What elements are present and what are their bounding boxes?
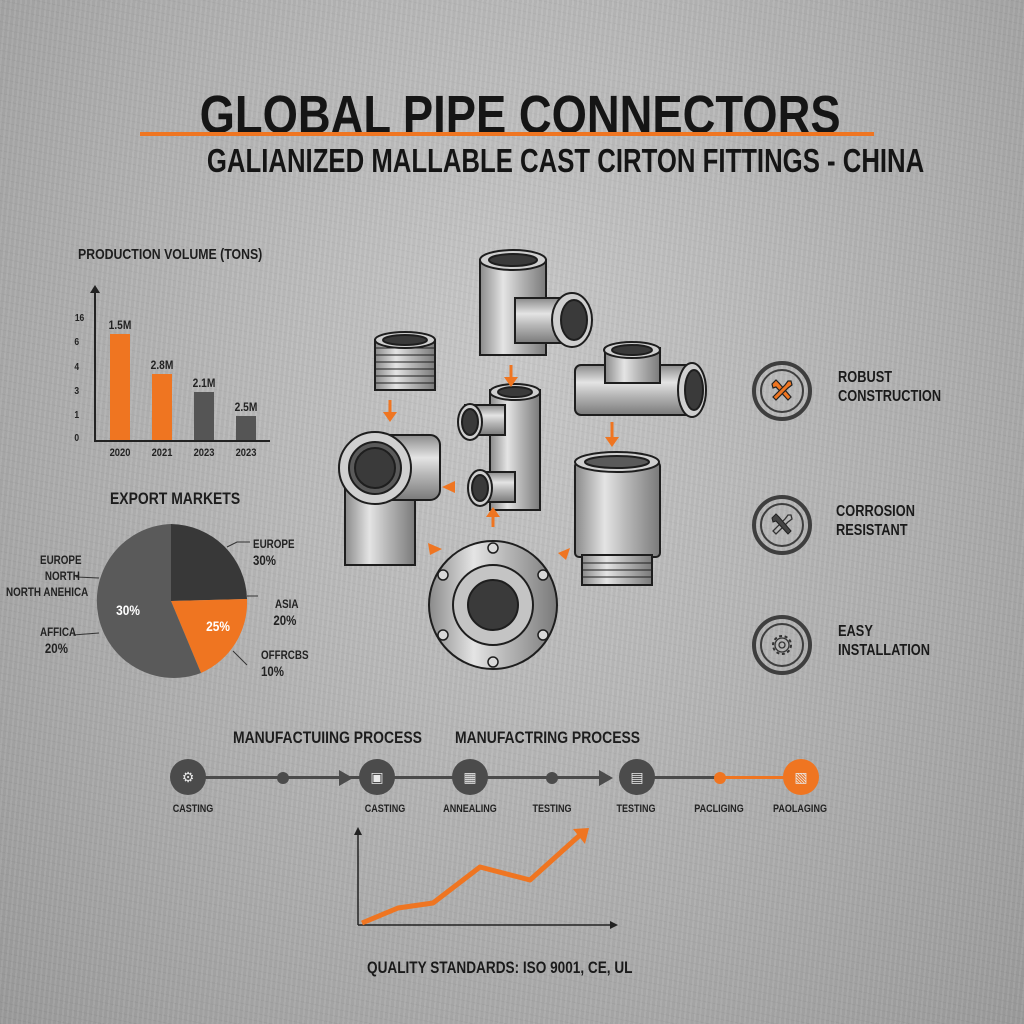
y-tick: 16 <box>74 313 85 324</box>
wrench-icon <box>771 513 793 535</box>
pipe-fittings-illustration <box>338 249 707 670</box>
threaded-nipple <box>374 331 436 391</box>
furnace-icon: ▦ <box>463 769 477 785</box>
bar-category: 2023 <box>235 447 257 459</box>
process-dot <box>546 772 558 784</box>
cross-fitting <box>457 383 541 511</box>
pie-label-europe-left: EUROPE NORTH <box>40 553 82 583</box>
bar-value: 2.8M <box>150 358 174 372</box>
y-tick: 1 <box>74 410 80 421</box>
process-label: ANNEALING <box>443 803 497 815</box>
assembly-arrows <box>383 365 619 560</box>
process-label: CASTING <box>172 803 214 815</box>
bar-value: 2.5M <box>234 400 258 414</box>
production-chart-title: PRODUCTION VOLUME (TONS) <box>78 246 263 263</box>
tee-fitting-right <box>574 341 707 418</box>
process-heading-1: MANUFACTUIING PROCESS <box>233 728 422 747</box>
bar-2021 <box>152 374 172 440</box>
process-step-casting-1: ⚙ <box>170 759 206 795</box>
process-line-active <box>720 776 800 779</box>
pie-label-europe-right: EUROPE 30% <box>253 537 295 568</box>
bar-2023a <box>194 392 214 440</box>
process-dot-active <box>714 772 726 784</box>
process-step-casting-2: ▣ <box>359 759 395 795</box>
y-tick: 3 <box>74 386 80 397</box>
quality-line-chart <box>354 827 618 929</box>
process-label: TESTING <box>616 803 656 815</box>
process-label: TESTING <box>532 803 572 815</box>
process-arrow-icon <box>599 770 613 786</box>
process-heading-2: MANUFACTRING PROCESS <box>455 728 641 747</box>
pie-inner-label: 30% <box>116 602 140 618</box>
bar-category: 2021 <box>151 447 173 459</box>
y-tick: 0 <box>74 433 80 444</box>
pie-label-north-america: NORTH ANEHICA <box>6 585 89 599</box>
tee-fitting-top <box>479 249 593 356</box>
y-tick: 6 <box>74 337 80 348</box>
quality-standards-label: QUALITY STANDARDS: ISO 9001, CE, UL <box>367 958 633 977</box>
y-tick: 4 <box>74 362 80 373</box>
bar-category: 2023 <box>193 447 215 459</box>
process-step-annealing: ▦ <box>452 759 488 795</box>
export-chart-title: EXPORT MARKETS <box>110 489 241 508</box>
test-panel-icon: ▤ <box>630 769 644 785</box>
pie-label-asia: ASIA 20% <box>273 597 299 628</box>
bar-2023b <box>236 416 256 440</box>
pie-inner-label: 25% <box>206 618 230 634</box>
page-title: GLOBAL PIPE CONNECTORS <box>199 85 841 145</box>
process-step-testing: ▤ <box>619 759 655 795</box>
process-arrow-icon <box>339 770 353 786</box>
process-line <box>640 776 720 779</box>
bar-2020 <box>110 334 130 440</box>
robust-construction-icon-badge <box>752 361 812 421</box>
title-underline <box>140 132 874 136</box>
process-label: PAOLAGING <box>773 803 827 815</box>
bar-value: 1.5M <box>108 318 132 332</box>
bar-category: 2020 <box>109 447 131 459</box>
export-pie-chart <box>72 524 258 678</box>
corrosion-resistant-icon-badge <box>752 495 812 555</box>
production-bar-chart: 16 6 4 3 1 0 1.5M 2020 2.8M 2021 2.1M 20… <box>70 285 280 465</box>
process-line <box>190 776 610 779</box>
bar-value: 2.1M <box>192 376 216 390</box>
process-label: PACLIGING <box>694 803 744 815</box>
page-subtitle: GALIANIZED MALLABLE CAST CIRTON FITTINGS… <box>206 142 925 179</box>
pie-label-africa: AFFICA 20% <box>40 625 77 656</box>
coupling-fitting <box>574 451 661 586</box>
package-icon: ▧ <box>794 769 808 785</box>
pie-label-others: OFFRCBS 10% <box>261 648 309 679</box>
easy-installation-icon-badge <box>752 615 812 675</box>
flange-fitting <box>428 540 558 670</box>
y-axis <box>90 285 100 441</box>
gear-icon <box>772 635 792 655</box>
elbow-fitting <box>338 431 441 566</box>
process-step-packaging: ▧ <box>783 759 819 795</box>
x-axis <box>94 440 270 442</box>
process-label: CASTING <box>364 803 406 815</box>
wrench-cross-icon <box>771 379 793 401</box>
process-dot <box>277 772 289 784</box>
casting-icon: ⚙ <box>181 769 195 785</box>
monitor-icon: ▣ <box>370 769 384 785</box>
